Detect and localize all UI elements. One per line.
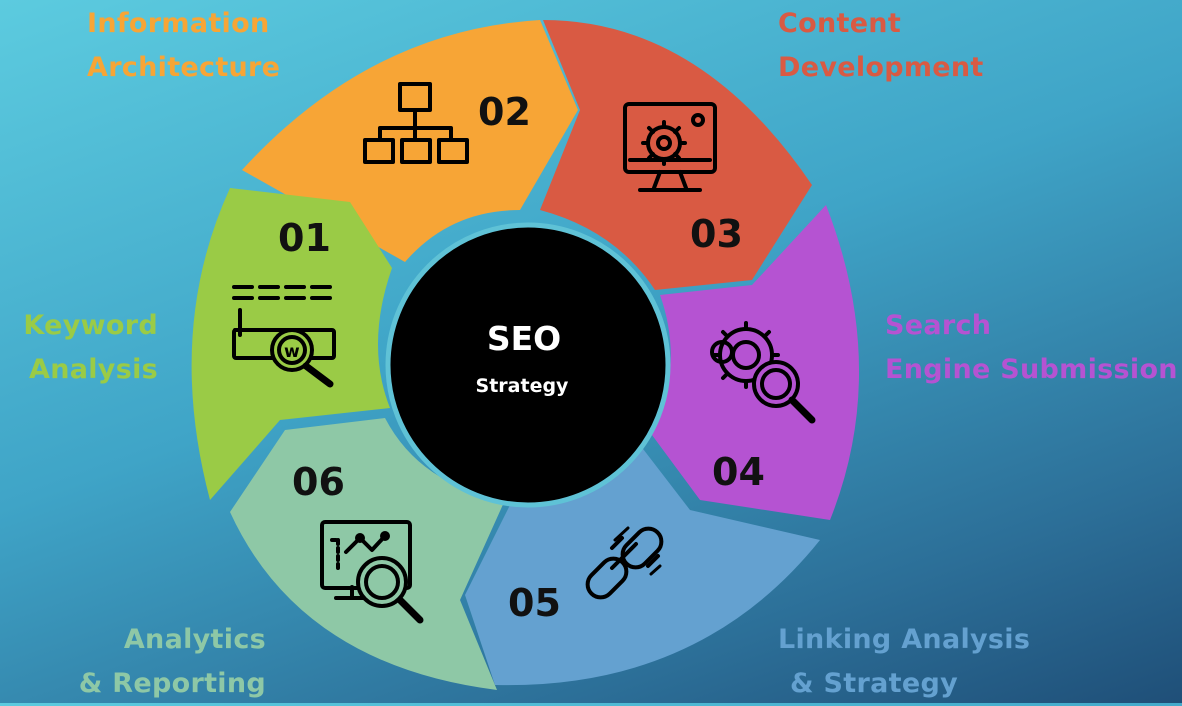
- step-number-02: 02: [478, 90, 531, 134]
- step-number-06: 06: [292, 460, 345, 504]
- label-analytics-reporting: Analytics & Reporting: [58, 618, 266, 706]
- label-05-line-2: & Strategy: [790, 668, 958, 699]
- sitemap-icon: [363, 82, 469, 164]
- svg-text:w: w: [284, 342, 300, 362]
- step-number-04: 04: [712, 450, 765, 494]
- label-05-line-1: Linking Analysis: [778, 624, 1031, 655]
- label-03-line-2: Development: [778, 52, 984, 83]
- label-06-line-1: Analytics: [123, 624, 266, 655]
- label-information-architecture: Information Architecture: [87, 2, 280, 90]
- monitor-gear-icon: [623, 102, 717, 192]
- label-06-line-2: & Reporting: [78, 668, 266, 699]
- label-content-development: Content Development: [778, 2, 984, 90]
- label-01-line-2: Analysis: [29, 354, 158, 385]
- label-02-line-2: Architecture: [87, 52, 281, 83]
- center-subtitle: Strategy: [476, 375, 570, 397]
- keyword-search-icon: w: [232, 285, 336, 388]
- center-title: SEO: [487, 319, 561, 358]
- label-02-line-1: Information: [87, 8, 270, 39]
- label-04-line-2: Engine Submission: [885, 354, 1178, 385]
- analytics-magnifier-icon: [320, 520, 424, 624]
- step-number-05: 05: [508, 581, 561, 625]
- label-04-line-1: Search: [885, 310, 992, 341]
- label-search-engine-submission: Search Engine Submission: [885, 304, 1178, 392]
- segment-06: [230, 418, 505, 690]
- label-03-line-1: Content: [778, 8, 902, 39]
- label-keyword-analysis: Keyword Analysis: [18, 304, 158, 392]
- gears-magnifier-icon: [710, 321, 816, 424]
- center-circle: [390, 227, 666, 503]
- chain-link-icon: [585, 526, 664, 600]
- step-number-03: 03: [690, 212, 743, 256]
- label-linking-analysis-strategy: Linking Analysis & Strategy: [778, 618, 1030, 706]
- step-number-01: 01: [278, 216, 331, 260]
- label-01-line-1: Keyword: [23, 310, 158, 341]
